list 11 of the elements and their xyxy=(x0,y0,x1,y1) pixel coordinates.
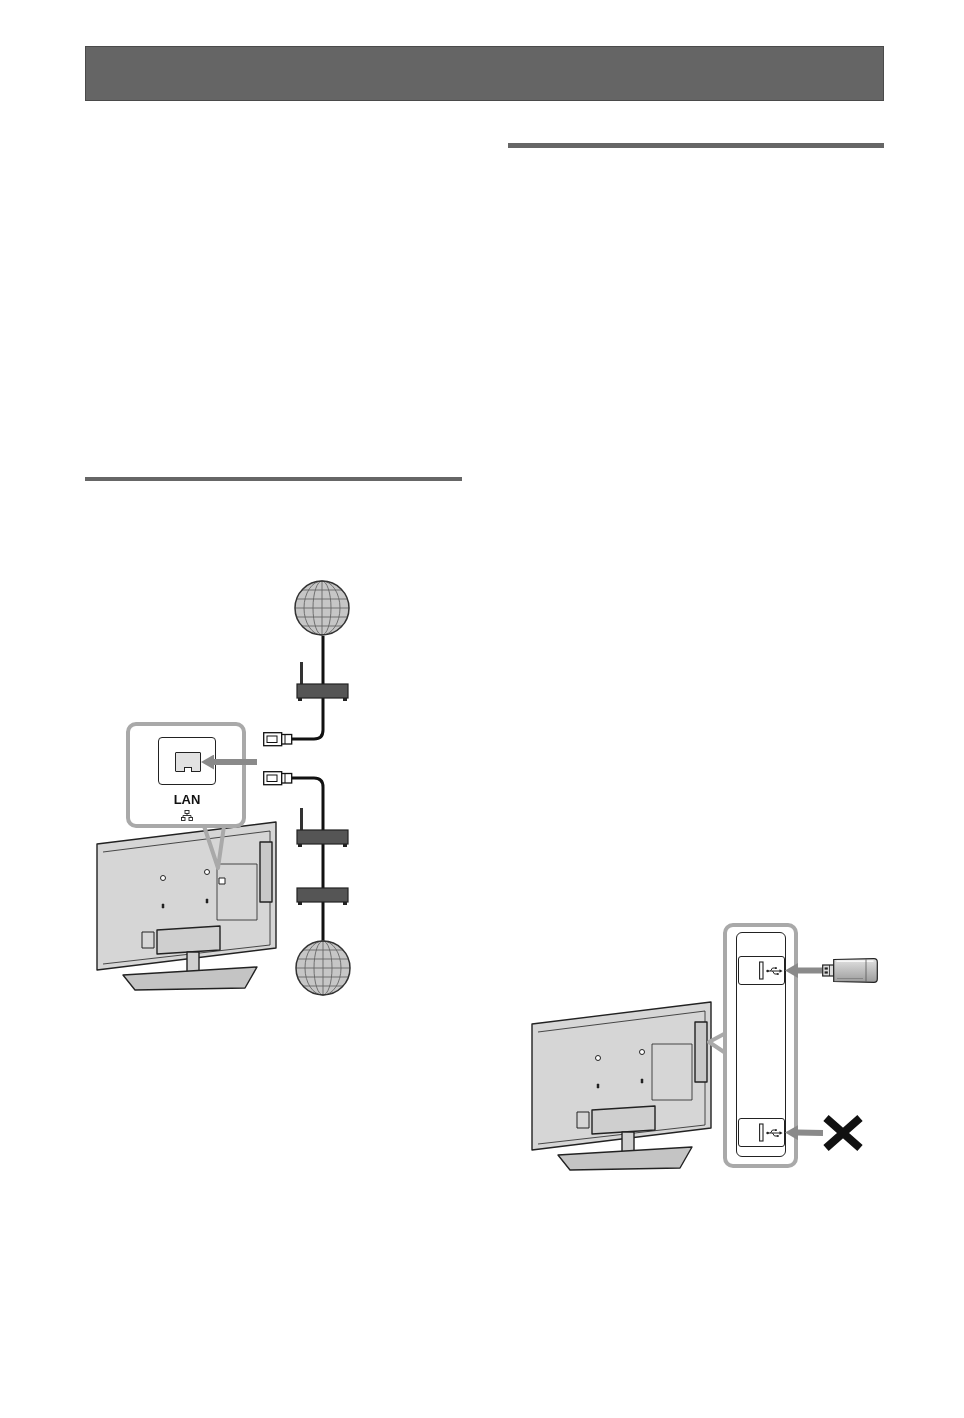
usb-callout xyxy=(723,923,798,1168)
cross-icon xyxy=(823,1115,863,1151)
usb-port xyxy=(738,1118,785,1147)
arrow xyxy=(785,963,822,978)
port-label: LAN xyxy=(173,792,201,807)
usb-stick-icon xyxy=(822,958,878,983)
lan-callout xyxy=(126,722,246,828)
usb-port xyxy=(738,956,785,985)
arrow xyxy=(201,754,257,770)
arrow xyxy=(784,1125,824,1141)
ethernet-port-icon xyxy=(175,752,201,772)
